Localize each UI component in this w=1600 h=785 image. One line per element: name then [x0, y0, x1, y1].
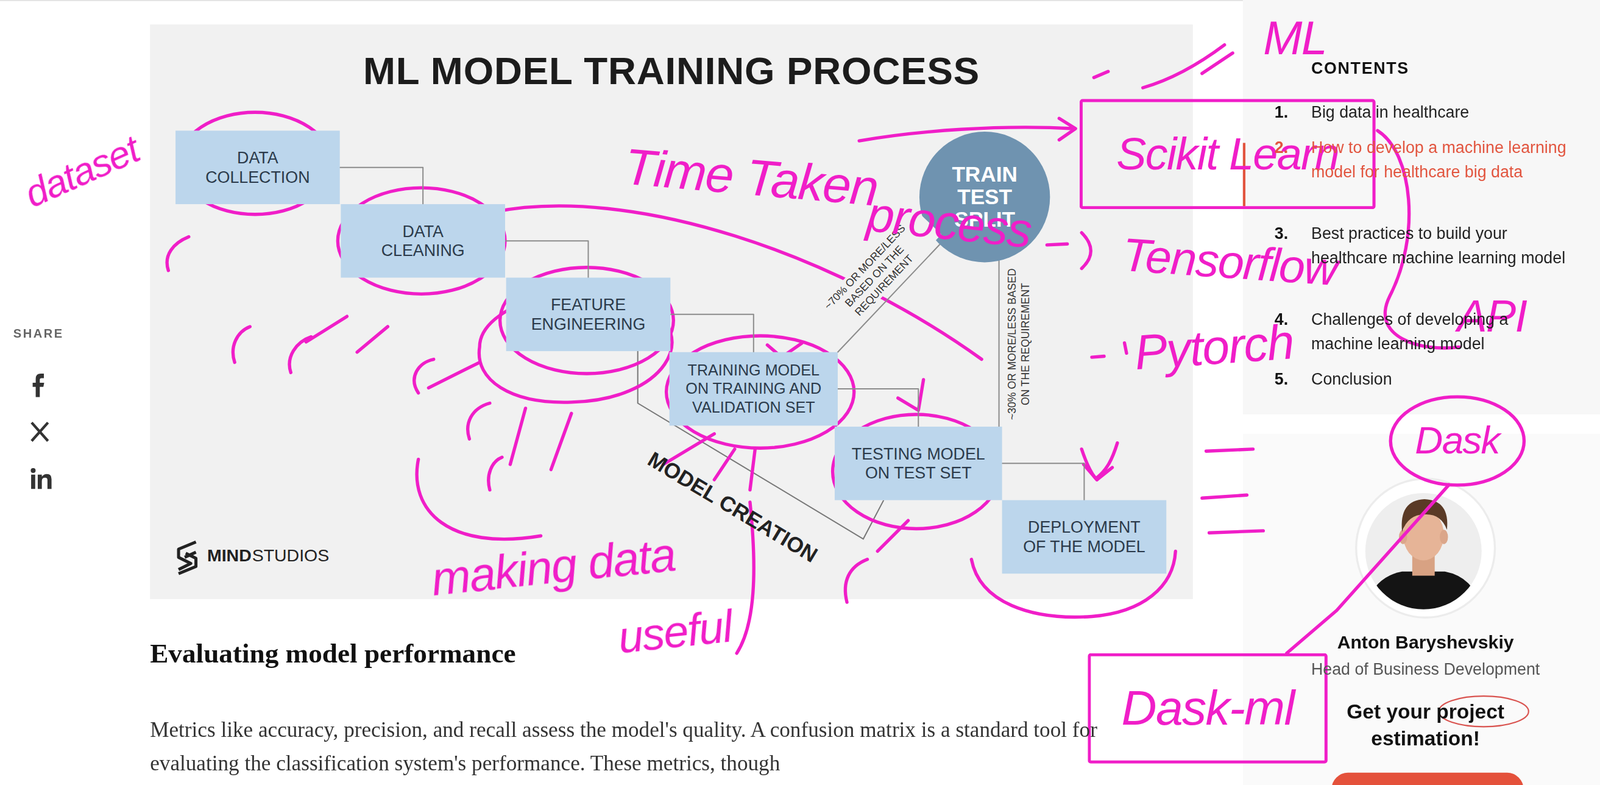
node-label: DATA CLEANING — [366, 221, 479, 261]
body-paragraph: Metrics like accuracy, precision, and re… — [149, 713, 1156, 782]
hand-dash — [1091, 343, 1127, 358]
process-box: DEPLOYMENT OF THE MODEL — [1002, 500, 1167, 574]
person-photo — [1362, 489, 1485, 618]
list-number: 4. — [1274, 307, 1289, 332]
hand-tick — [1093, 45, 1233, 88]
diagram-title: ML MODEL TRAINING PROCESS — [363, 49, 980, 94]
flow-connector — [837, 388, 919, 427]
handwritten-note: useful — [615, 603, 734, 661]
facebook-icon — [32, 373, 45, 398]
flow-connector — [1002, 463, 1085, 500]
photo-ring — [1356, 478, 1496, 618]
list-number: 5. — [1274, 367, 1289, 392]
flow-connector — [670, 314, 754, 353]
photo-ear — [1439, 529, 1448, 544]
cta-text: Get your project estimation! — [1323, 698, 1528, 752]
sidebar-panel — [1242, 0, 1600, 415]
contents-item: Big data in healthcare — [1311, 99, 1572, 125]
contents-heading: CONTENTS — [1311, 59, 1410, 78]
contents-item: How to develop a machine learning model … — [1311, 135, 1572, 185]
node-label: Scikit Learn — [1116, 129, 1339, 179]
cta-button — [1331, 772, 1524, 785]
person-name: Anton Baryshevskiy — [1337, 632, 1515, 654]
diagram-ground — [149, 24, 1193, 599]
node-label: TESTING MODEL ON TEST SET — [842, 443, 994, 483]
photo-shirt — [1362, 571, 1484, 618]
ellipse-outline — [1390, 396, 1524, 485]
node-label: TRAINING MODEL ON TRAINING AND VALIDATIO… — [679, 361, 828, 417]
photo-hair — [1401, 499, 1448, 532]
flow-connector — [339, 167, 423, 205]
handwritten-note: Pytorch — [1133, 317, 1296, 378]
node-label: Dask-ml — [1121, 681, 1295, 735]
hand-arrowhead — [1058, 118, 1076, 140]
linkedin-icon — [37, 474, 52, 489]
node-label: FEATURE ENGINEERING — [524, 294, 652, 334]
edge-label: ~30% OR MORE/LESS BASED ON THE REQUIREME… — [1004, 259, 1032, 428]
person-role: Head of Business Development — [1311, 660, 1540, 679]
node-label: Dask — [1414, 419, 1499, 462]
logo-icon — [178, 541, 196, 574]
handwritten-note: ML — [1263, 14, 1327, 61]
x-icon — [31, 422, 49, 441]
hand-arrow — [1083, 442, 1118, 480]
contents-item: Best practices to build your healthcare … — [1311, 221, 1572, 270]
contents-item: Challenges of developing a machine learn… — [1311, 307, 1572, 356]
linkedin-icon — [31, 474, 36, 489]
handwritten-box: Dask-ml — [1087, 653, 1328, 764]
process-box: FEATURE ENGINEERING — [506, 277, 671, 352]
process-box: DATA COLLECTION — [175, 130, 340, 205]
handwritten-note: dataset — [18, 129, 145, 214]
logo-text: MIND — [207, 545, 252, 567]
logo-text: STUDIOS — [252, 545, 330, 567]
list-number: 1. — [1274, 99, 1289, 125]
hand-curve — [416, 459, 541, 540]
hand-circle — [500, 267, 674, 374]
hand-circle — [337, 187, 506, 294]
process-box: DATA CLEANING — [340, 204, 506, 278]
linkedin-icon — [30, 467, 36, 473]
share-heading: SHARE — [13, 326, 64, 341]
node-label: DATA COLLECTION — [196, 148, 319, 188]
hand-circle — [666, 335, 855, 448]
handwritten-connector — [1286, 484, 1449, 653]
flow-connector — [505, 240, 588, 278]
hand-stroke — [414, 359, 572, 490]
process-box: TESTING MODEL ON TEST SET — [834, 426, 1003, 501]
hand-dash — [1202, 449, 1264, 533]
list-number: 3. — [1274, 221, 1289, 246]
contact-panel — [1242, 433, 1600, 785]
hand-stroke — [845, 520, 908, 602]
handwritten-circle: Dask — [1387, 393, 1527, 488]
list-number: 2. — [1274, 135, 1289, 161]
contents-item: Conclusion — [1311, 367, 1572, 392]
process-box: TRAINING MODEL ON TRAINING AND VALIDATIO… — [669, 352, 838, 426]
hand-arrow — [1046, 232, 1091, 269]
section-heading: Evaluating model performance — [149, 637, 516, 670]
split-connector — [998, 260, 1000, 427]
node-label: DEPLOYMENT OF THE MODEL — [1020, 517, 1148, 557]
